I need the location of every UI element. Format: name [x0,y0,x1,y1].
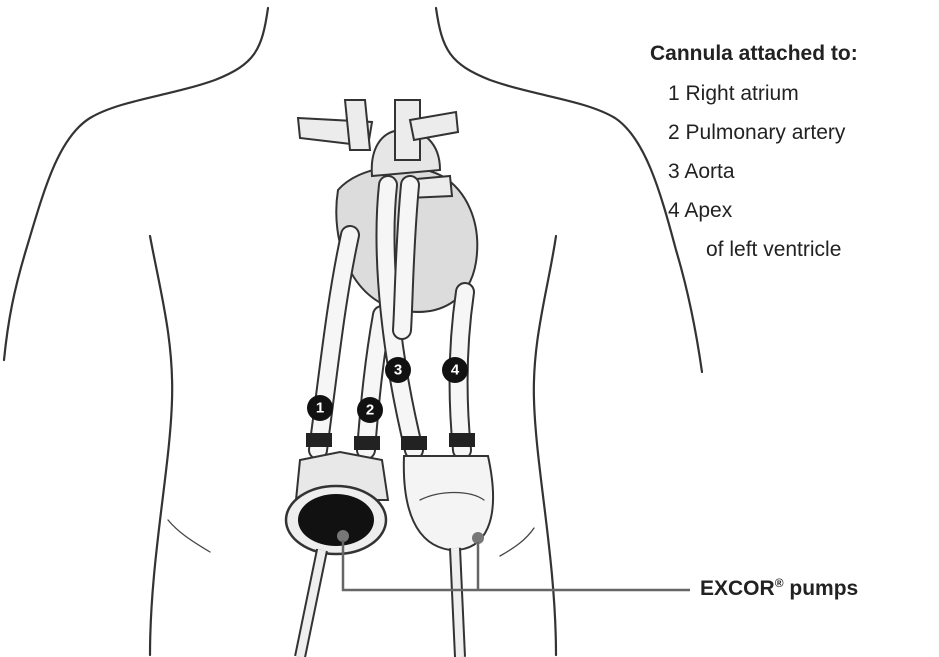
cannula-3-tube [386,185,414,450]
pumps-leader-line [343,540,690,590]
pumps-label-name: EXCOR [700,577,775,600]
excor-pumps-label: EXCOR® pumps [700,576,858,601]
legend-item-right-atrium: 1 Right atrium [650,74,858,113]
legend-item-left-ventricle: of left ventricle [650,230,858,269]
right-excor-pump [404,456,493,550]
cannula-badge-2: 2 [357,397,383,423]
cannula-badge-1: 1 [307,395,333,421]
legend-item-aorta: 3 Aorta [650,152,858,191]
connector-bands [306,433,475,450]
legend-item-apex: 4 Apex [650,191,858,230]
svg-text:2: 2 [366,402,374,419]
legend-item-pulmonary-artery: 2 Pulmonary artery [650,113,858,152]
cannula-2-tube [366,315,382,450]
drive-lines [300,548,460,657]
svg-text:1: 1 [316,400,324,417]
pumps-label-suffix: pumps [789,577,858,600]
left-excor-pump [286,452,388,554]
pumps-label-mark: ® [775,576,784,590]
svg-text:4: 4 [451,362,460,379]
legend-title: Cannula attached to: [650,42,858,66]
svg-text:3: 3 [394,362,402,379]
cannula-badge-3: 3 [385,357,411,383]
cannula-legend: Cannula attached to: 1 Right atrium 2 Pu… [650,42,858,269]
cannula-badge-4: 4 [442,357,468,383]
